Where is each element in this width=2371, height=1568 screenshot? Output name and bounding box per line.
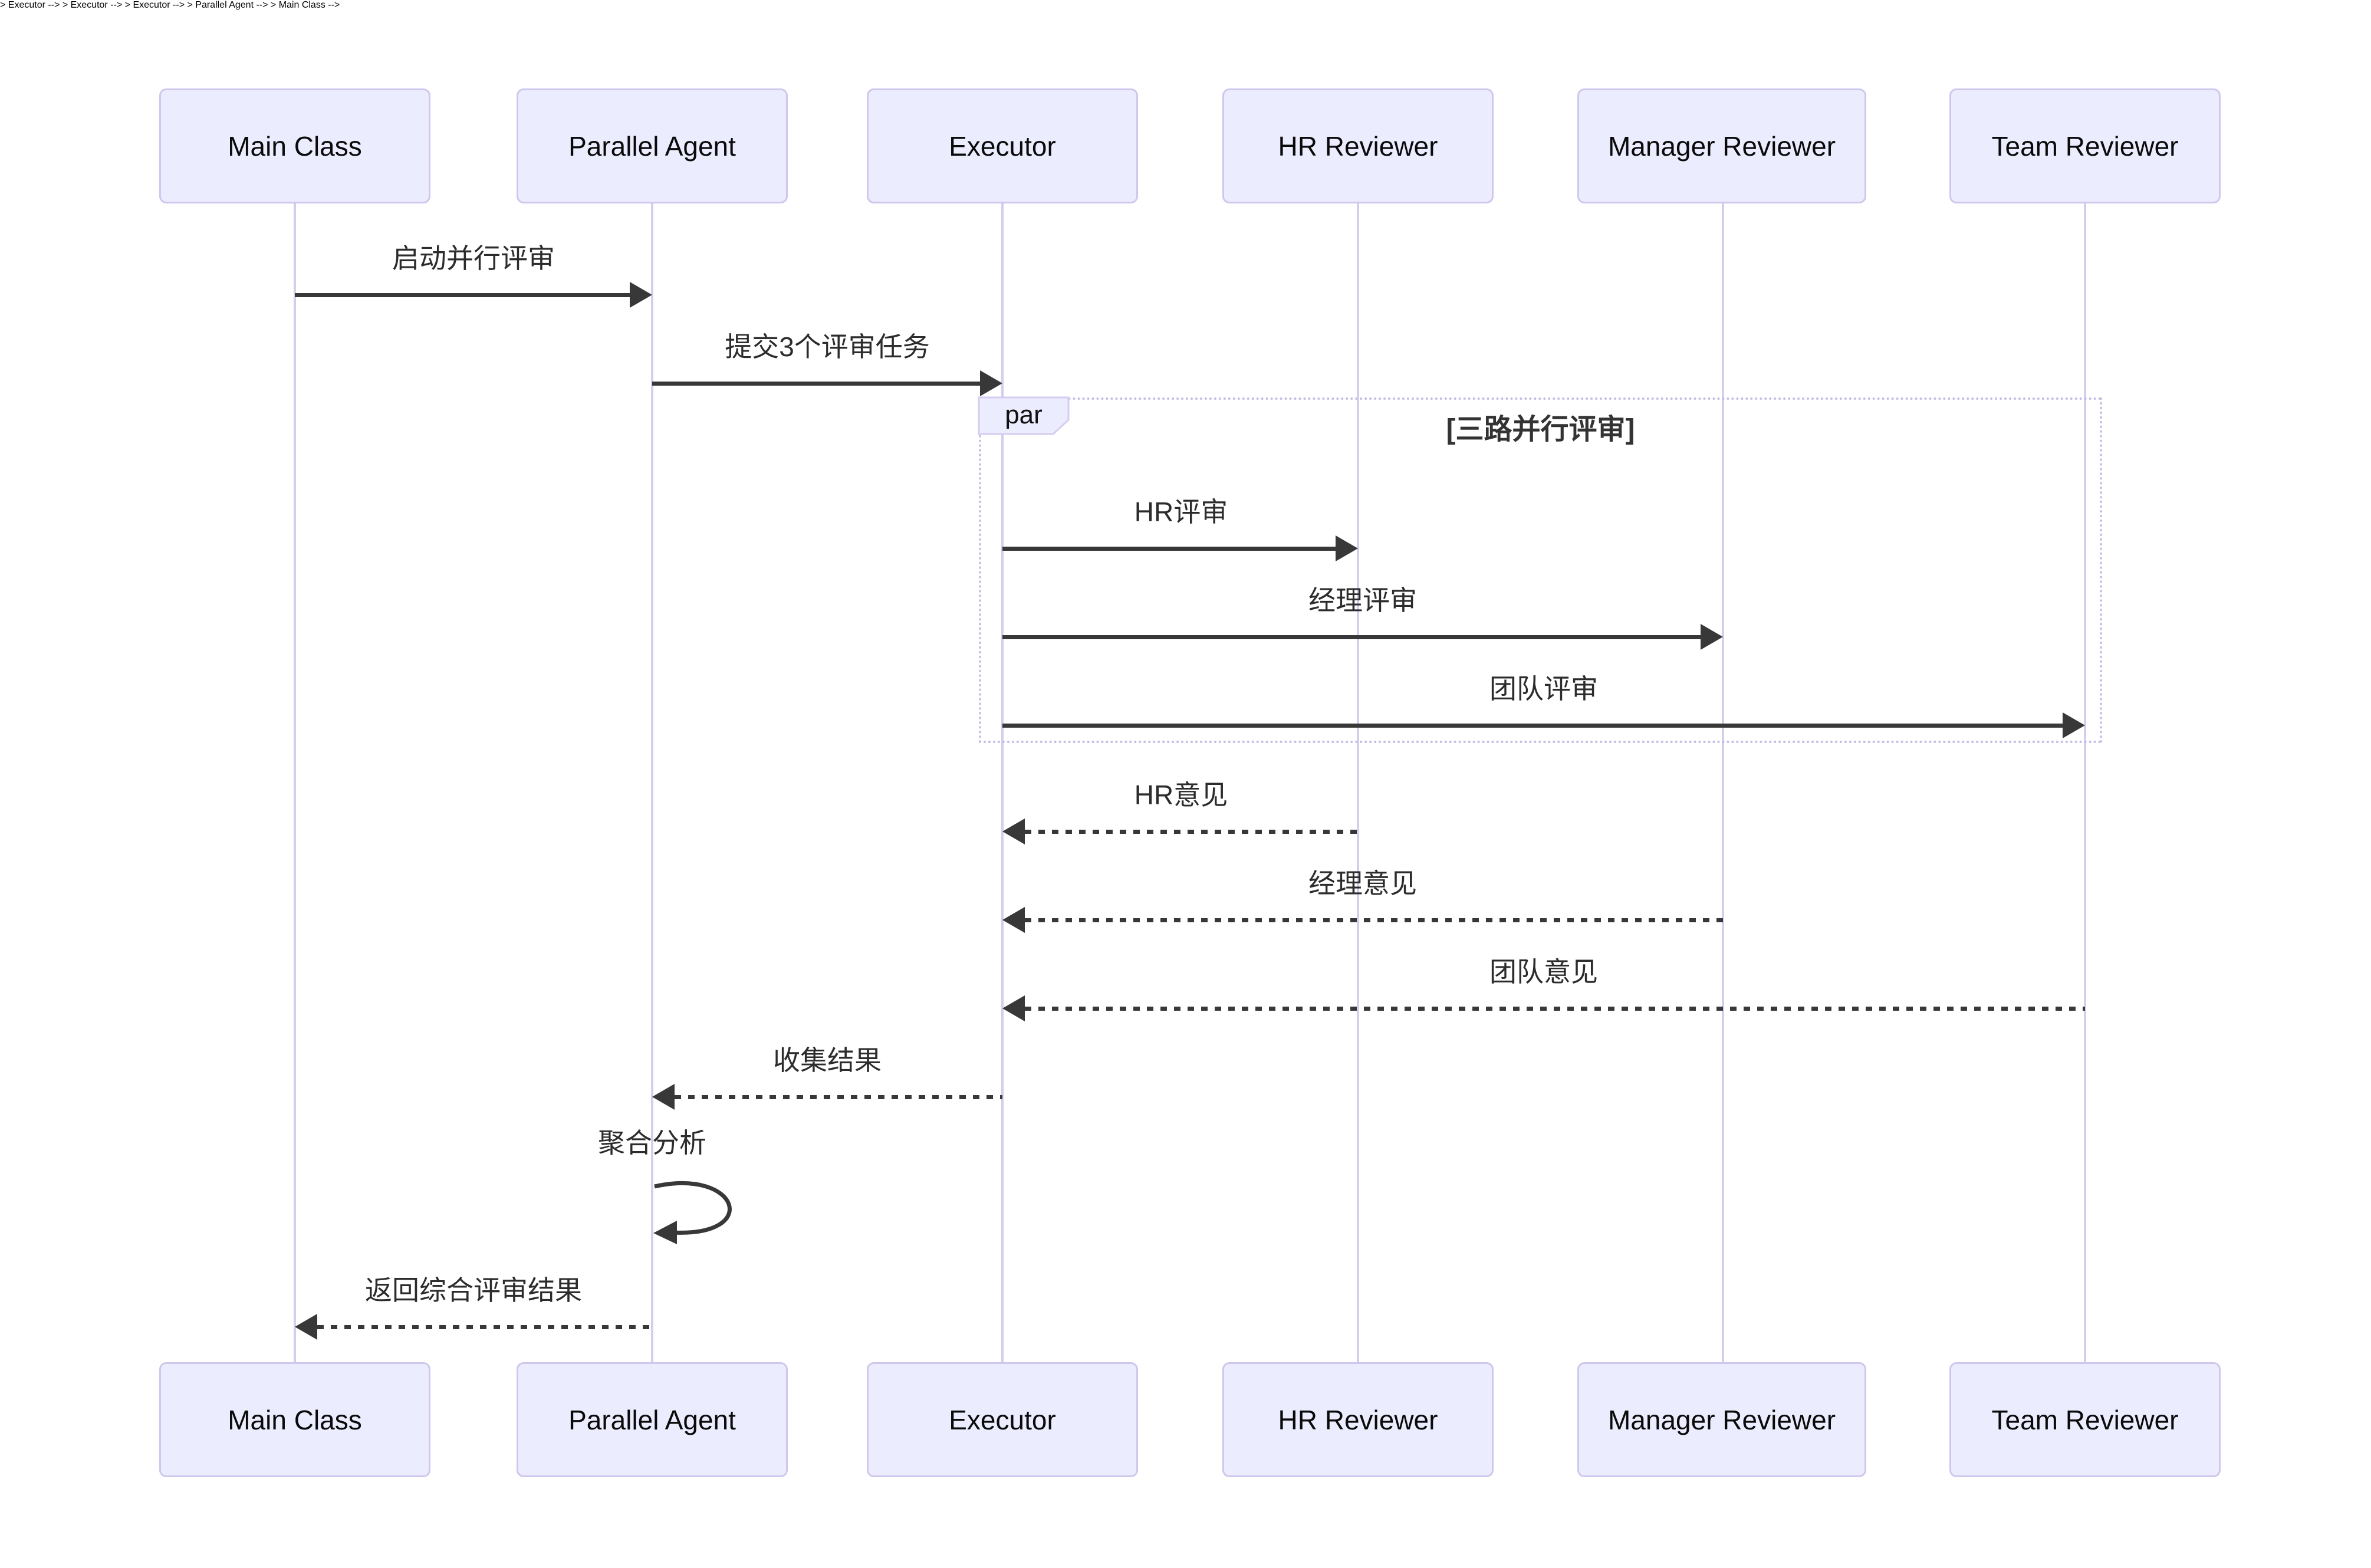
actor-team-reviewer-top: Team Reviewer — [1949, 88, 2221, 203]
message-3-line — [1002, 635, 1704, 639]
par-condition-label: [三路并行评审] — [1446, 414, 1635, 445]
message-0-arrowhead — [630, 282, 652, 308]
lifeline-manager-reviewer — [1722, 203, 1724, 1362]
actor-manager-reviewer-bottom: Manager Reviewer — [1577, 1362, 1866, 1477]
message-8-line — [675, 1095, 1002, 1099]
par-fragment-frame — [979, 397, 2102, 743]
message-10-label: 返回综合评审结果 — [365, 1275, 582, 1306]
message-4-line — [1002, 724, 2066, 728]
par-operator-label: par — [1005, 400, 1043, 429]
message-6-label: 经理意见 — [1308, 868, 1417, 899]
actor-executor-top: Executor — [867, 88, 1138, 203]
message-1-line — [652, 382, 984, 386]
actor-hr-reviewer-top: HR Reviewer — [1222, 88, 1494, 203]
lifeline-parallel-agent — [651, 203, 653, 1362]
message-7-arrowhead — [1002, 995, 1025, 1021]
actor-executor-bottom: Executor — [867, 1362, 1138, 1477]
message-2-line — [1002, 547, 1339, 551]
message-10-line — [317, 1325, 652, 1329]
message-7-label: 团队意见 — [1489, 956, 1598, 987]
message-9-self-loop-arrow — [653, 1181, 732, 1244]
message-1-arrowhead — [980, 370, 1002, 396]
message-5-label: HR意见 — [1134, 780, 1228, 810]
message-3-label: 经理评审 — [1308, 585, 1417, 616]
message-4-arrowhead — [2063, 712, 2085, 738]
actor-parallel-agent-top: Parallel Agent — [517, 88, 788, 203]
par-operator-tab — [978, 396, 1070, 435]
actor-main-class-bottom: Main Class — [159, 1362, 430, 1477]
message-3-arrowhead — [1701, 624, 1723, 650]
message-5-line — [1025, 830, 1358, 834]
message-10-arrowhead — [295, 1314, 317, 1340]
message-8-arrowhead — [652, 1084, 675, 1110]
actor-main-class-top: Main Class — [159, 88, 430, 203]
message-1-label: 提交3个评审任务 — [725, 331, 930, 362]
message-0-line — [295, 293, 633, 297]
actor-parallel-agent-bottom: Parallel Agent — [517, 1362, 788, 1477]
lifeline-team-reviewer — [2084, 203, 2086, 1362]
message-7-line — [1025, 1007, 2085, 1011]
message-6-arrowhead — [1002, 907, 1025, 933]
lifeline-executor — [1001, 203, 1004, 1362]
actor-manager-reviewer-top: Manager Reviewer — [1577, 88, 1866, 203]
message-4-label: 团队评审 — [1489, 673, 1598, 704]
message-9-label: 聚合分析 — [598, 1127, 706, 1158]
message-6-line — [1025, 918, 1723, 922]
actor-team-reviewer-bottom: Team Reviewer — [1949, 1362, 2221, 1477]
actor-hr-reviewer-bottom: HR Reviewer — [1222, 1362, 1494, 1477]
lifeline-hr-reviewer — [1357, 203, 1359, 1362]
message-2-arrowhead — [1336, 535, 1358, 561]
message-8-label: 收集结果 — [773, 1045, 882, 1076]
message-0-label: 启动并行评审 — [392, 243, 555, 274]
message-5-arrowhead — [1002, 818, 1025, 844]
lifeline-main-class — [294, 203, 296, 1362]
message-2-label: HR评审 — [1134, 497, 1228, 527]
